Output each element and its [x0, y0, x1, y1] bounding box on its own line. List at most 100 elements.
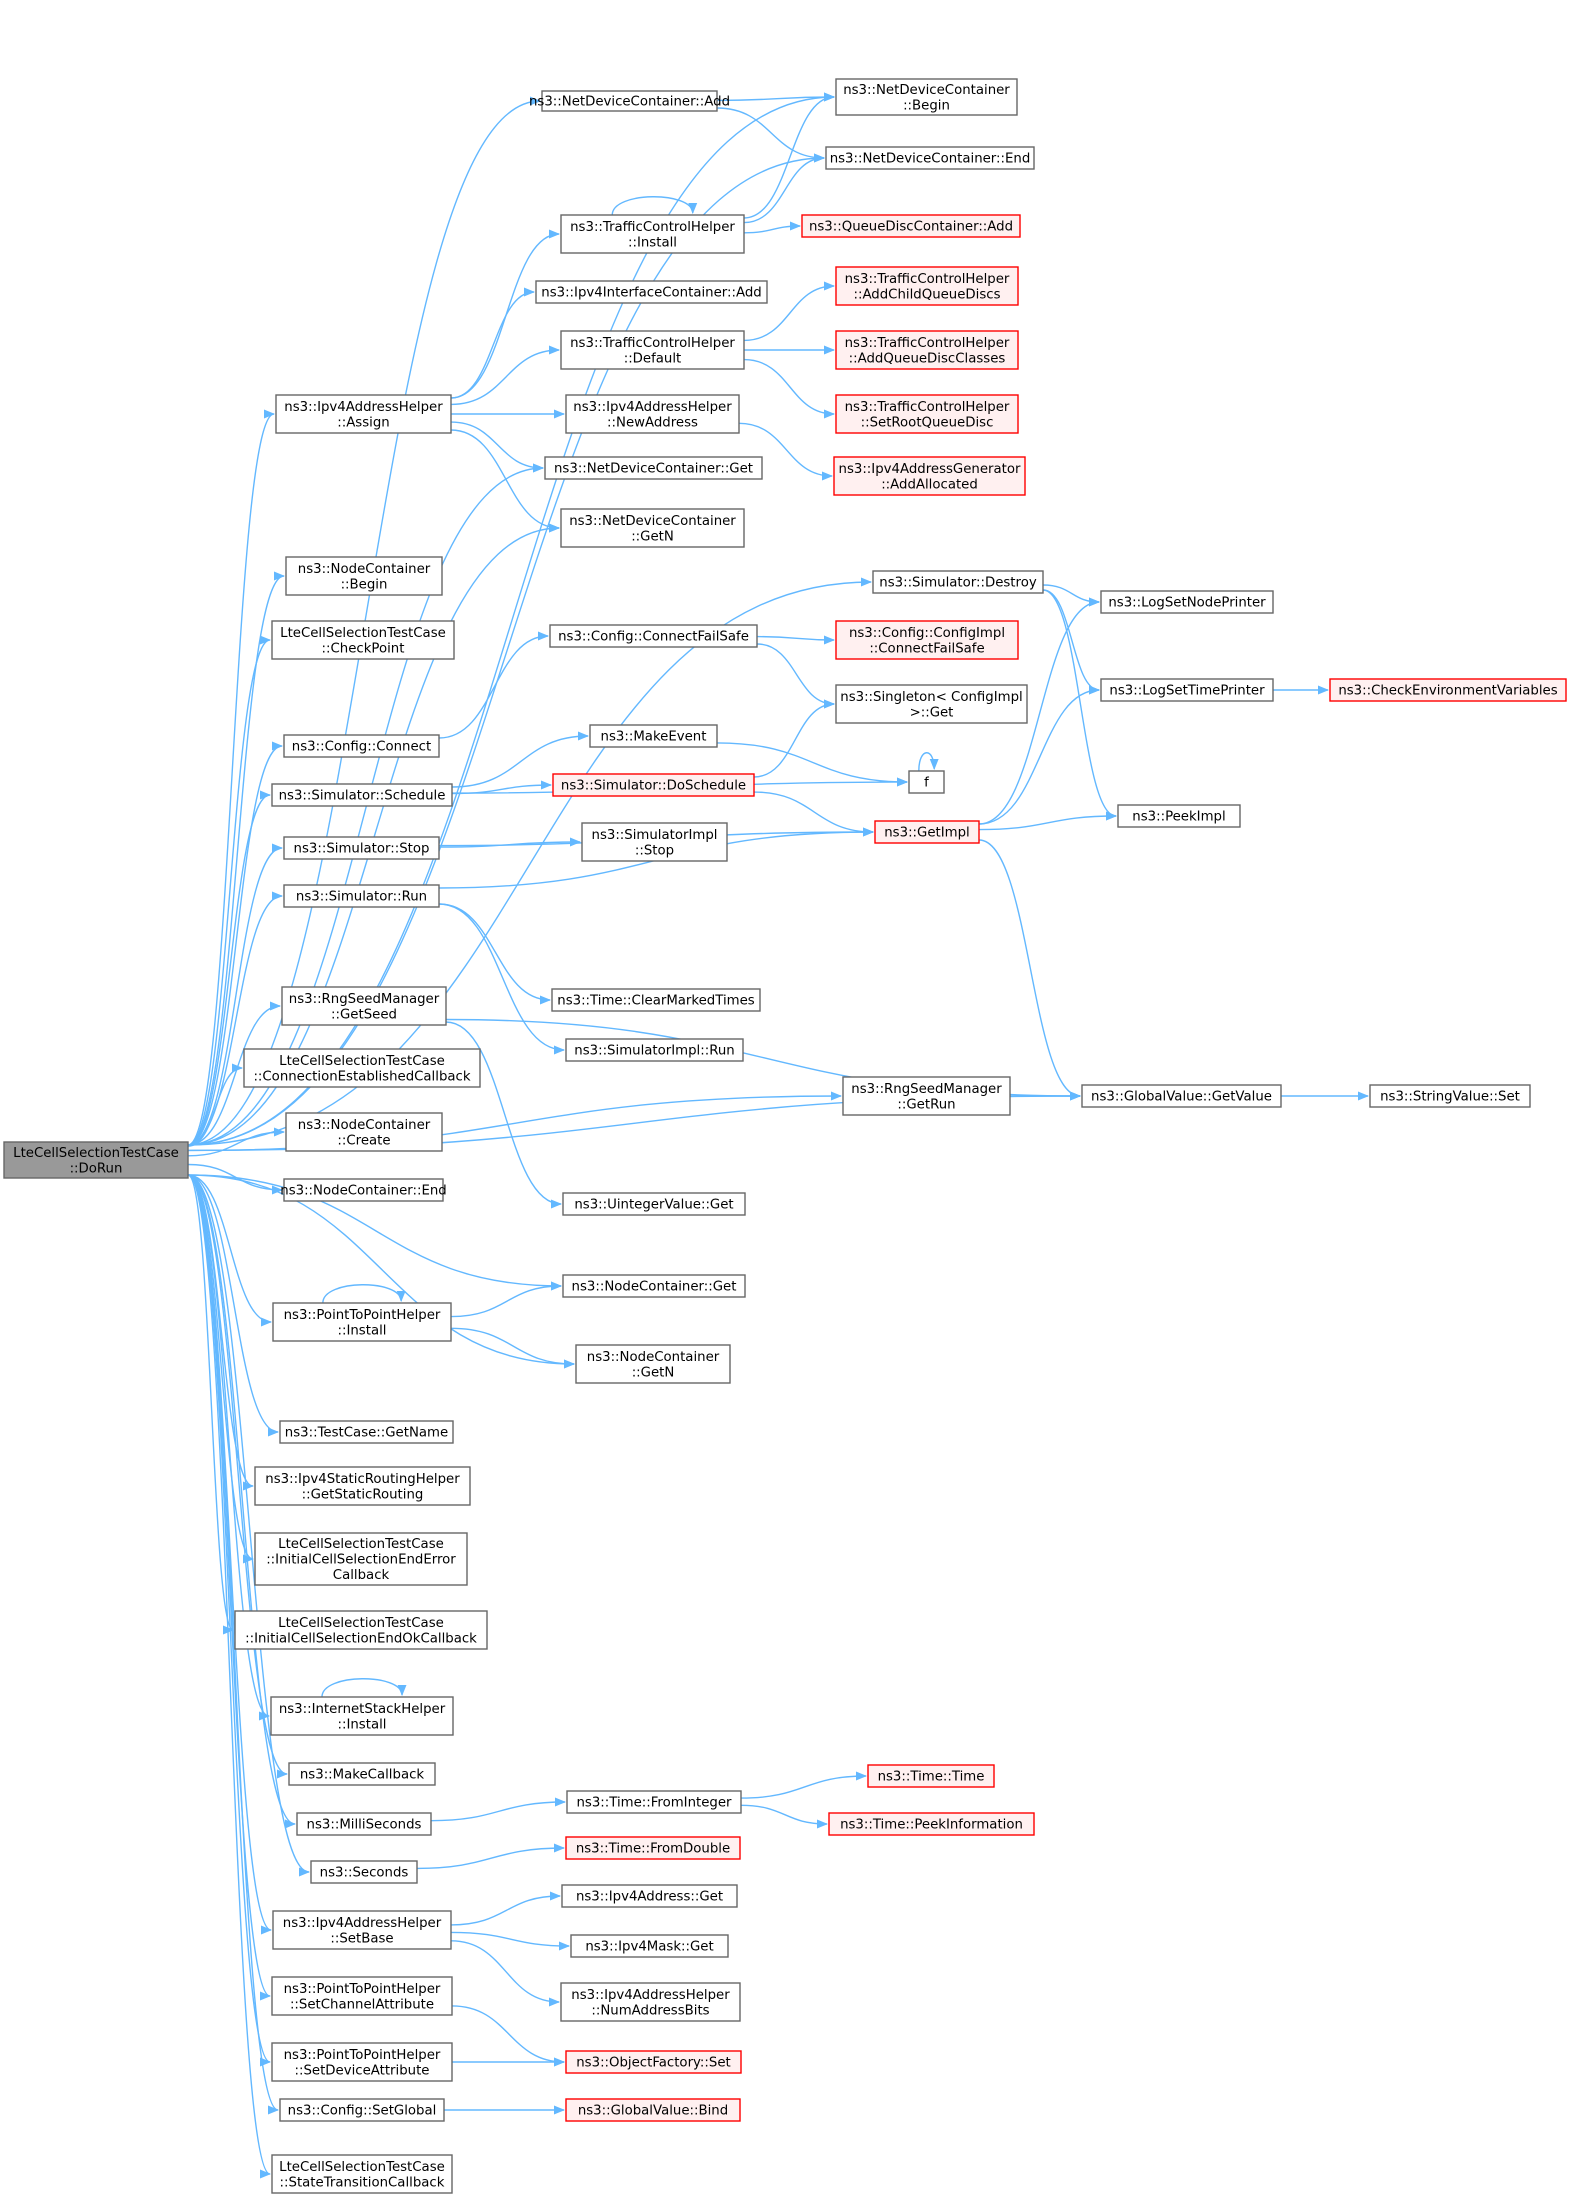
node-tch-add-child[interactable]: ns3::TrafficControlHelper::AddChildQueue… — [835, 266, 1019, 306]
node-tch-set-root[interactable]: ns3::TrafficControlHelper::SetRootQueueD… — [835, 394, 1019, 434]
node-ipa-get[interactable]: ns3::Ipv4Address::Get — [561, 1884, 738, 1908]
node-label: ns3::PointToPointHelper — [284, 1982, 441, 1997]
node-tch-default[interactable]: ns3::TrafficControlHelper::Default — [560, 330, 745, 370]
node-ipsrh-get-sr[interactable]: ns3::Ipv4StaticRoutingHelper::GetStaticR… — [254, 1466, 471, 1506]
node-box — [565, 1836, 741, 1860]
node-sim-do-schedule[interactable]: ns3::Simulator::DoSchedule — [552, 773, 755, 797]
node-ipag-add-alloc[interactable]: ns3::Ipv4AddressGenerator::AddAllocated — [833, 456, 1026, 496]
node-time-from-int[interactable]: ns3::Time::FromInteger — [566, 1790, 742, 1814]
node-check-env[interactable]: ns3::CheckEnvironmentVariables — [1329, 678, 1567, 702]
node-sim-impl-stop[interactable]: ns3::SimulatorImpl::Stop — [581, 822, 728, 862]
node-str-val-set[interactable]: ns3::StringValue::Set — [1369, 1084, 1531, 1108]
node-cfg-connect[interactable]: ns3::Config::Connect — [283, 734, 440, 758]
node-nc-create[interactable]: ns3::NodeContainer::Create — [285, 1112, 443, 1152]
node-make-callback[interactable]: ns3::MakeCallback — [288, 1762, 436, 1786]
node-label: Callback — [333, 1568, 390, 1583]
node-label: ::SetDeviceAttribute — [295, 2063, 430, 2078]
node-nc-end[interactable]: ns3::NodeContainer::End — [280, 1178, 447, 1202]
node-cfg-conn-fs[interactable]: ns3::Config::ConnectFailSafe — [549, 624, 758, 648]
edge-ipah-assign-to-ndc-get-n — [450, 429, 561, 533]
node-box — [842, 1076, 1011, 1116]
node-uint-val-get[interactable]: ns3::UintegerValue::Get — [562, 1192, 746, 1216]
node-milli-seconds[interactable]: ns3::MilliSeconds — [296, 1812, 432, 1836]
node-rng-get-run[interactable]: ns3::RngSeedManager::GetRun — [842, 1076, 1011, 1116]
edge-ipah-set-base-to-ipm-get — [450, 1931, 571, 1951]
node-tch-add-classes[interactable]: ns3::TrafficControlHelper::AddQueueDiscC… — [835, 330, 1019, 370]
node-obj-fact-set[interactable]: ns3::ObjectFactory::Set — [565, 2050, 742, 2074]
node-label: ns3::Time::ClearMarkedTimes — [557, 994, 755, 1009]
node-label: ns3::NodeContainer::End — [280, 1184, 446, 1199]
node-ndc-get[interactable]: ns3::NetDeviceContainer::Get — [544, 456, 763, 480]
node-nc-get-n[interactable]: ns3::NodeContainer::GetN — [575, 1344, 731, 1384]
node-make-event[interactable]: ns3::MakeEvent — [589, 724, 718, 748]
node-sim-impl-run[interactable]: ns3::SimulatorImpl::Run — [565, 1038, 744, 1062]
node-ndc-get-n[interactable]: ns3::NetDeviceContainer::GetN — [560, 508, 745, 548]
node-box — [1081, 1084, 1282, 1108]
node-gv-get-value[interactable]: ns3::GlobalValue::GetValue — [1081, 1084, 1282, 1108]
node-time-from-dbl[interactable]: ns3::Time::FromDouble — [565, 1836, 741, 1860]
node-sim-run[interactable]: ns3::Simulator::Run — [283, 884, 440, 908]
node-init-ok-cb[interactable]: LteCellSelectionTestCase::InitialCellSel… — [234, 1610, 488, 1650]
node-box — [551, 988, 761, 1012]
node-ish-install[interactable]: ns3::InternetStackHelper::Install — [270, 1696, 454, 1736]
node-peek-impl[interactable]: ns3::PeekImpl — [1117, 804, 1241, 828]
node-label: ns3::RngSeedManager — [851, 1082, 1002, 1097]
node-do-run[interactable]: LteCellSelectionTestCase::DoRun — [3, 1141, 189, 1179]
node-box — [283, 884, 440, 908]
node-ipah-num-bits[interactable]: ns3::Ipv4AddressHelper::NumAddressBits — [560, 1982, 741, 2022]
node-ndc-end[interactable]: ns3::NetDeviceContainer::End — [825, 146, 1035, 170]
node-ipm-get[interactable]: ns3::Ipv4Mask::Get — [570, 1934, 729, 1958]
edge-do-run-to-conn-est-cb — [187, 1063, 244, 1147]
node-p2p-set-chan[interactable]: ns3::PointToPointHelper::SetChannelAttri… — [271, 1976, 453, 2016]
node-rng-get-seed[interactable]: ns3::RngSeedManager::GetSeed — [281, 986, 447, 1026]
node-state-trans-cb[interactable]: LteCellSelectionTestCase::StateTransitio… — [271, 2154, 453, 2194]
node-ipah-new-addr[interactable]: ns3::Ipv4AddressHelper::NewAddress — [565, 394, 740, 434]
node-box — [833, 456, 1026, 496]
edge-do-run-to-init-ok-cb — [187, 1174, 235, 1635]
node-sim-stop[interactable]: ns3::Simulator::Stop — [283, 836, 440, 860]
node-label: ns3::NodeContainer — [298, 1118, 431, 1133]
node-label: ::Stop — [635, 843, 674, 858]
node-cfg-impl-cfs[interactable]: ns3::Config::ConfigImpl::ConnectFailSafe — [835, 620, 1019, 660]
node-singleton-get[interactable]: ns3::Singleton< ConfigImpl >::Get — [835, 684, 1028, 724]
node-p2p-set-dev[interactable]: ns3::PointToPointHelper::SetDeviceAttrib… — [271, 2042, 453, 2082]
node-label: ns3::Ipv4Address::Get — [576, 1890, 723, 1905]
node-ipic-add[interactable]: ns3::Ipv4InterfaceContainer::Add — [535, 280, 768, 304]
node-gv-bind[interactable]: ns3::GlobalValue::Bind — [565, 2098, 741, 2122]
node-tc-get-name[interactable]: ns3::TestCase::GetName — [279, 1420, 454, 1444]
node-box — [549, 624, 758, 648]
node-box — [570, 1934, 729, 1958]
node-sim-destroy[interactable]: ns3::Simulator::Destroy — [872, 570, 1044, 594]
node-box — [296, 1812, 432, 1836]
node-label: ns3::Config::SetGlobal — [288, 2104, 437, 2119]
node-ipah-set-base[interactable]: ns3::Ipv4AddressHelper::SetBase — [272, 1910, 452, 1950]
node-log-set-node[interactable]: ns3::LogSetNodePrinter — [1100, 590, 1274, 614]
node-box — [566, 1790, 742, 1814]
node-label: ns3::Simulator::Run — [296, 890, 427, 905]
node-nc-begin[interactable]: ns3::NodeContainer::Begin — [285, 556, 443, 596]
node-nc-get[interactable]: ns3::NodeContainer::Get — [562, 1274, 746, 1298]
node-time-time[interactable]: ns3::Time::Time — [867, 1764, 995, 1788]
node-f[interactable]: f — [908, 770, 945, 794]
node-ipah-assign[interactable]: ns3::Ipv4AddressHelper::Assign — [275, 394, 452, 434]
node-log-set-time[interactable]: ns3::LogSetTimePrinter — [1100, 678, 1274, 702]
node-conn-est-cb[interactable]: LteCellSelectionTestCase::ConnectionEsta… — [243, 1048, 481, 1088]
node-cfg-set-global[interactable]: ns3::Config::SetGlobal — [279, 2098, 445, 2122]
node-ndc-add[interactable]: ns3::NetDeviceContainer::Add — [529, 90, 730, 112]
node-p2p-install[interactable]: ns3::PointToPointHelper::Install — [272, 1302, 452, 1342]
node-get-impl[interactable]: ns3::GetImpl — [874, 820, 980, 844]
node-seconds[interactable]: ns3::Seconds — [310, 1860, 418, 1884]
edge-sim-do-schedule-to-singleton-get — [753, 699, 836, 778]
node-qdc-add[interactable]: ns3::QueueDiscContainer::Add — [801, 214, 1021, 238]
node-time-clear[interactable]: ns3::Time::ClearMarkedTimes — [551, 988, 761, 1012]
node-check-point[interactable]: LteCellSelectionTestCase::CheckPoint — [271, 620, 455, 660]
node-init-err-cb[interactable]: LteCellSelectionTestCase::InitialCellSel… — [254, 1532, 468, 1586]
node-box — [272, 1302, 452, 1342]
node-time-peek-info[interactable]: ns3::Time::PeekInformation — [828, 1812, 1035, 1836]
node-sim-schedule[interactable]: ns3::Simulator::Schedule — [271, 783, 453, 807]
node-label: ns3::TrafficControlHelper — [570, 220, 735, 235]
node-label: ns3::TrafficControlHelper — [570, 336, 735, 351]
node-ndc-begin[interactable]: ns3::NetDeviceContainer::Begin — [835, 78, 1018, 116]
node-box — [552, 773, 755, 797]
node-tch-install[interactable]: ns3::TrafficControlHelper::Install — [560, 214, 745, 254]
